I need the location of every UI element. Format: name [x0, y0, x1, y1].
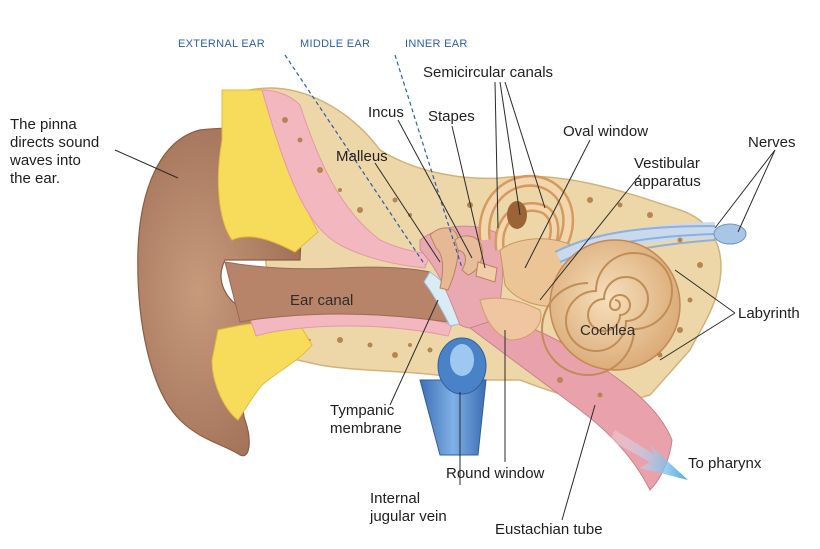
middle-inner-divider — [394, 54, 463, 269]
round-window-area — [479, 297, 542, 341]
canal-lining-upper — [261, 89, 431, 269]
label-oval-window: Oval window — [563, 123, 649, 140]
cochlea-body — [549, 239, 681, 371]
label-pinna-line2: directs sound — [10, 134, 100, 151]
label-pinna: The pinna directs sound waves into the e… — [10, 116, 99, 188]
external-middle-divider — [284, 54, 426, 266]
malleus — [429, 227, 459, 291]
label-jugular-line2: jugular vein — [370, 508, 447, 525]
label-round-window: Round window — [446, 465, 545, 482]
label-pinna-line1: The pinna — [10, 116, 77, 133]
label-jugular-line1: Internal — [370, 490, 421, 507]
label-to-pharynx: To pharynx — [688, 455, 762, 472]
label-nerves: Nerves — [748, 134, 796, 151]
cochlea-spiral — [541, 252, 673, 376]
label-tympanic-line2: membrane — [330, 420, 402, 437]
label-vestibular-apparatus: Vestibular apparatus — [634, 155, 701, 191]
label-eustachian-tube: Eustachian tube — [495, 521, 603, 538]
label-semicircular-canals: Semicircular canals — [423, 64, 554, 81]
bone-texture — [282, 117, 703, 398]
label-pinna-line4: the ear. — [10, 170, 61, 187]
region-label-inner-ear: INNER EAR — [405, 38, 468, 50]
label-incus: Incus — [368, 104, 404, 121]
region-label-middle-ear: MIDDLE EAR — [300, 38, 371, 50]
label-vestibular-line1: Vestibular — [634, 155, 700, 172]
incus — [454, 235, 483, 276]
label-tympanic-line1: Tympanic — [330, 402, 395, 419]
leader-lines — [114, 81, 776, 521]
stapes — [475, 261, 498, 283]
label-internal-jugular-vein: Internal jugular vein — [370, 490, 447, 526]
label-malleus: Malleus — [336, 148, 388, 165]
label-pinna-line3: waves into — [10, 152, 81, 169]
jugular-vein — [419, 337, 487, 456]
label-cochlea: Cochlea — [580, 322, 636, 339]
pharynx-arrow — [610, 430, 688, 480]
region-label-external-ear: EXTERNAL EAR — [178, 38, 265, 50]
pinna-cartilage-lower — [211, 322, 313, 421]
label-labyrinth: Labyrinth — [738, 305, 800, 322]
label-vestibular-line2: apparatus — [634, 173, 701, 190]
label-stapes: Stapes — [428, 108, 475, 125]
label-ear-canal: Ear canal — [290, 292, 354, 309]
label-tympanic-membrane: Tympanic membrane — [330, 402, 402, 438]
